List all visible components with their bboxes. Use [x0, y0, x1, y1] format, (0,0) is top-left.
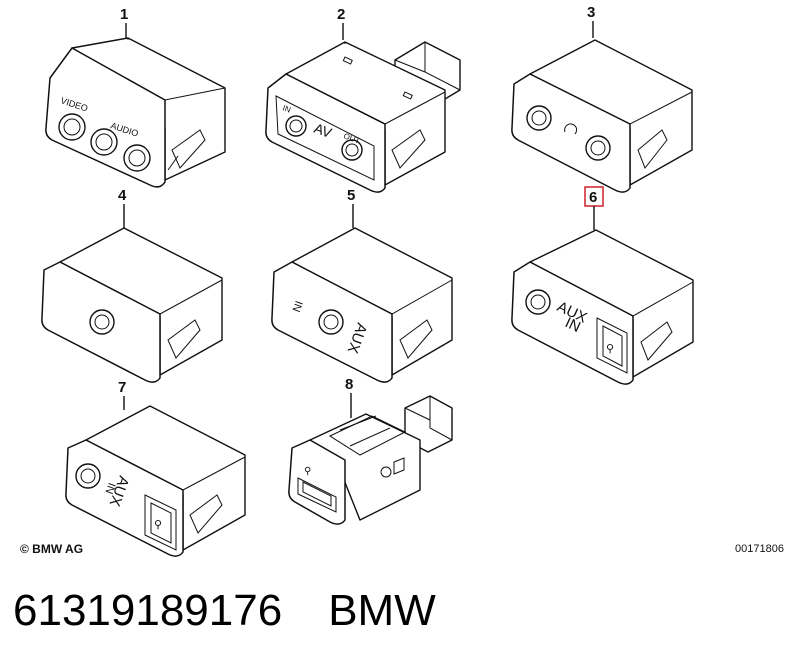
part-number-5: 5: [347, 187, 355, 204]
part-6: 6 AUX IN ⚲: [511, 186, 694, 385]
usb-icon: ⚲: [304, 466, 311, 477]
drawing-code: 00171806: [735, 543, 784, 555]
part-number: 61319189176: [13, 586, 283, 635]
part-number-4: 4: [118, 187, 127, 204]
part-number-3: 3: [587, 4, 595, 21]
part-8: 8 ⚲: [288, 376, 453, 525]
part-number-2: 2: [337, 6, 345, 23]
usb-icon: ⚲: [154, 519, 162, 531]
part-4: 4: [41, 187, 223, 383]
part-7: 7 IN AUX ⚲: [65, 379, 246, 557]
label-av: AV: [312, 120, 335, 141]
part-3: 3: [511, 4, 693, 193]
label-in: IN: [102, 481, 117, 495]
part-number-7: 7: [118, 379, 126, 396]
part-5: 5 IN AUX: [271, 187, 453, 383]
label-in: IN: [562, 314, 583, 336]
part-1: 1 VIDEO AUDIO: [45, 6, 226, 188]
brand-name: BMW: [328, 586, 436, 635]
part-number-6: 6: [589, 189, 597, 206]
part-number-8: 8: [345, 376, 353, 393]
copyright-text: © BMW AG: [20, 542, 84, 556]
part-caption: 61319189176 BMW: [13, 586, 436, 636]
part-2: 2 IN AV OUT: [265, 6, 461, 193]
label-in: IN: [281, 103, 292, 114]
part-number-1: 1: [120, 6, 128, 23]
label-in: IN: [289, 299, 304, 313]
usb-icon: ⚲: [606, 343, 614, 355]
